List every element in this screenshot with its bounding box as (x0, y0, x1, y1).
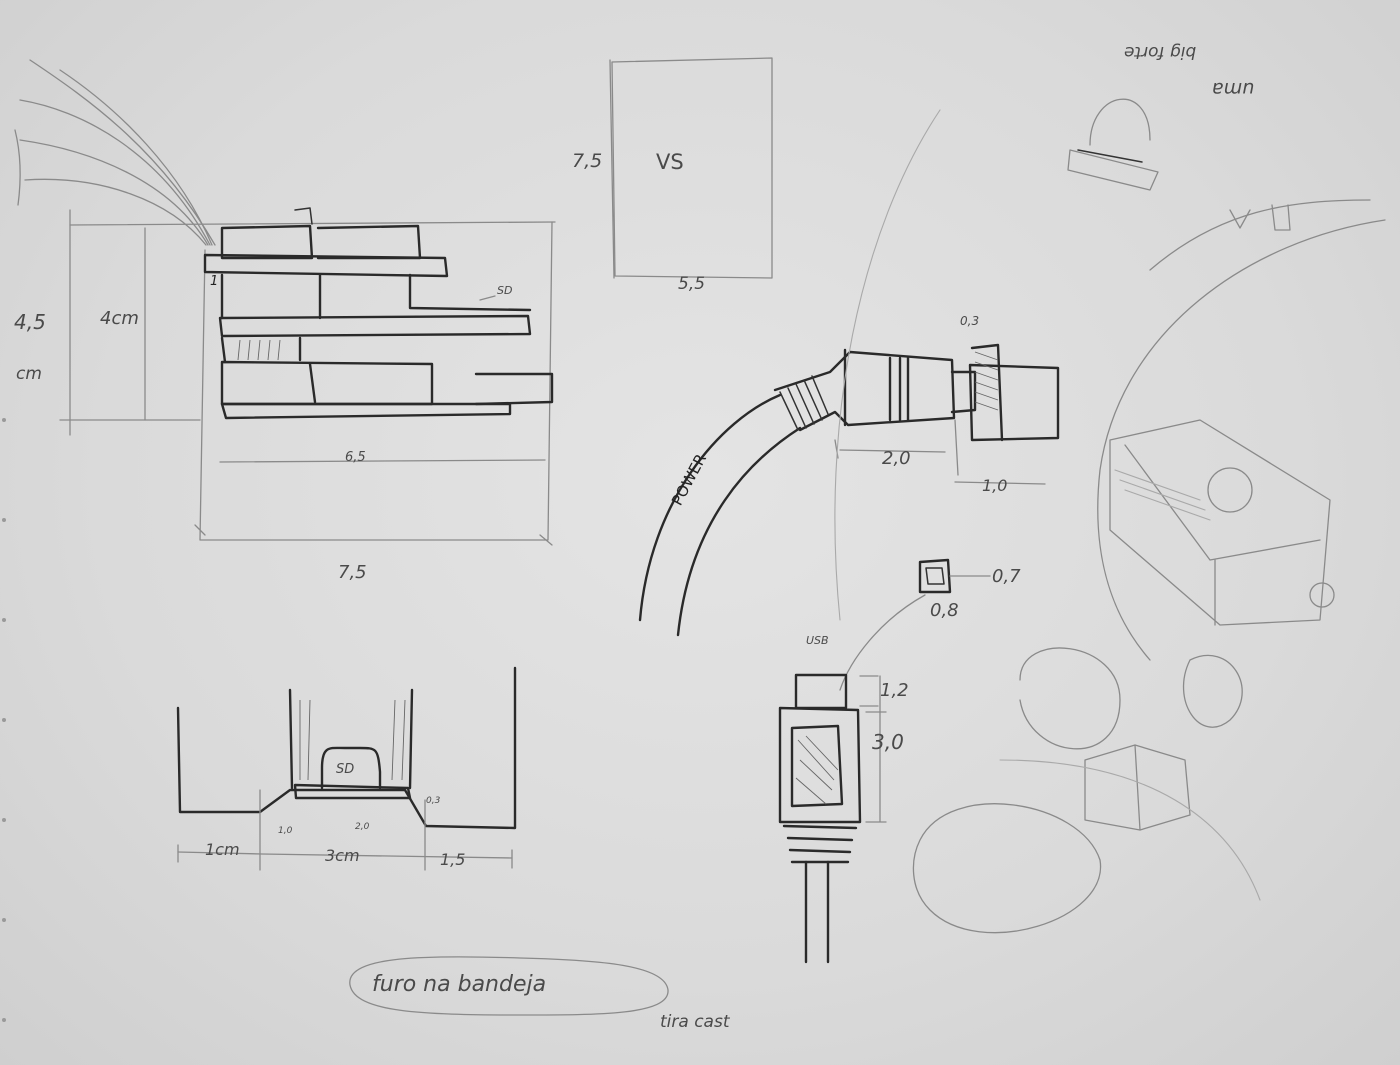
top-right-note-line1: uma (1212, 78, 1255, 100)
slot-middle-width-label: 3cm (325, 846, 360, 865)
tip-offset-label: 0,3 (960, 314, 980, 328)
enclosure-sketch (912, 199, 1386, 934)
bubble-note: furo na bandeja (372, 972, 547, 997)
tip-length-label: 1,0 (982, 476, 1008, 495)
under-bubble-note: tira cast (660, 1012, 730, 1032)
slot-small-a-label: 1,0 (278, 826, 293, 836)
slot-small-c-label: 0,3 (426, 796, 441, 806)
slot-right-width-label: 1,5 (440, 850, 466, 869)
board-sketch (14, 59, 556, 546)
slot-small-b-label: 2,0 (355, 822, 370, 832)
usb-label: USB (806, 634, 829, 647)
vs-box-sketch (609, 57, 773, 279)
slot-sd-label: SD (336, 762, 355, 777)
usb-body-height-label: 3,0 (872, 730, 904, 754)
board-sd-label: SD (497, 284, 513, 297)
cap-sketch (1067, 98, 1159, 191)
power-cable-sketch (638, 109, 1060, 637)
usb-sketch (778, 558, 991, 964)
vs-center-label: VS (656, 150, 684, 174)
slot-sketch (176, 666, 517, 871)
vs-width-label: 5,5 (678, 274, 706, 294)
top-right-note-line2: big forte (1124, 42, 1197, 62)
height-outer-unit: cm (16, 364, 42, 384)
usb-port-width-label: 0,8 (930, 600, 959, 621)
binding-holes (2, 418, 6, 1022)
vs-height-label: 7,5 (572, 150, 603, 172)
height-inner-label: 4cm (100, 308, 139, 329)
width-outer-label: 7,5 (338, 562, 367, 583)
width-inner-label: 6,5 (345, 450, 366, 465)
note-bubble (349, 956, 669, 1016)
usb-port-height-label: 0,7 (992, 566, 1021, 587)
height-outer-label: 4,5 (14, 310, 46, 334)
plug-length-label: 2,0 (882, 448, 911, 469)
usb-tip-height-label: 1,2 (880, 680, 909, 701)
board-corner-mark: 1 (210, 274, 219, 289)
slot-left-width-label: 1cm (205, 840, 240, 859)
